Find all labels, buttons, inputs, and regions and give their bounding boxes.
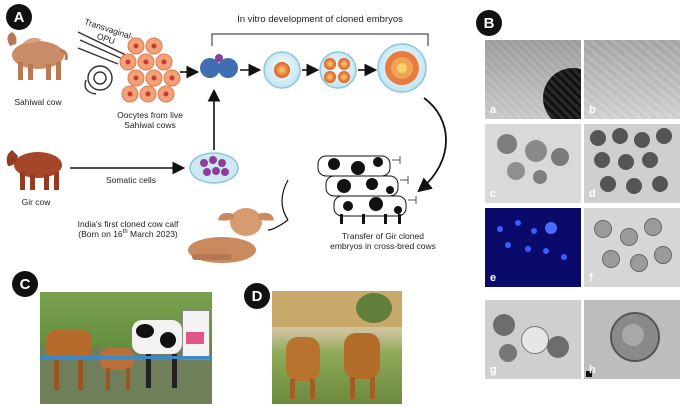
gir-cattle-right [344, 333, 380, 379]
cloned-calf-illustration [188, 208, 274, 263]
somatic-cells-label: Somatic cells [105, 175, 157, 185]
panel-label-d: D [244, 283, 270, 309]
panel-label-a: A [6, 4, 32, 30]
micrograph-f: f [584, 208, 680, 287]
gir-cattle-left [286, 337, 320, 381]
micrograph-h-label: h [589, 364, 596, 376]
micrograph-d: d [584, 124, 680, 203]
micrograph-f-label: f [589, 272, 593, 284]
panel-label-b: B [476, 10, 502, 36]
gir-cow-illustration [6, 150, 62, 190]
micrograph-b-label: b [589, 104, 596, 116]
photo-calf-with-cows [40, 292, 212, 404]
micrograph-c-label: c [490, 188, 497, 200]
first-calf-caption: India's first cloned cow calf (Born on 1… [77, 219, 179, 240]
oocyte-cluster [119, 37, 181, 103]
micrograph-d-label: d [589, 188, 596, 200]
somatic-cell-dish [189, 152, 239, 184]
in-vitro-label: In vitro development of cloned embryos [237, 14, 403, 25]
photo-two-gir-cattle [272, 291, 402, 404]
micrograph-b: b [584, 40, 680, 119]
cow-brown-1 [46, 330, 92, 360]
micrograph-e-label: e [490, 272, 497, 284]
micrograph-a: a [485, 40, 581, 119]
two-cell-embryo [200, 54, 238, 78]
micrograph-c: c [485, 124, 581, 203]
embryo-stage-2 [319, 51, 357, 89]
recipient-cows-illustration [317, 155, 417, 224]
oocytes-label: Oocytes from live Sahiwal cows [117, 110, 183, 131]
arrow-to-transfer [417, 97, 447, 193]
in-vitro-bracket [211, 33, 429, 46]
micrograph-h: h [584, 300, 680, 379]
embryo-stage-blastocyst [377, 43, 427, 93]
gir-cow-label: Gir cow [21, 197, 51, 207]
micrograph-e: e [485, 208, 581, 287]
micrograph-g: g [485, 300, 581, 379]
micrograph-a-label: a [490, 104, 497, 116]
sahiwal-cow-label: Sahiwal cow [14, 97, 62, 107]
sahiwal-cow-illustration [7, 32, 68, 80]
micrograph-g-label: g [490, 364, 497, 376]
transfer-caption: Transfer of Gir cloned embryos in cross-… [330, 231, 436, 252]
panel-a-diagram [6, 31, 447, 263]
embryo-stage-1 [263, 51, 301, 89]
panel-label-c: C [12, 271, 38, 297]
calf-brown [100, 348, 134, 370]
